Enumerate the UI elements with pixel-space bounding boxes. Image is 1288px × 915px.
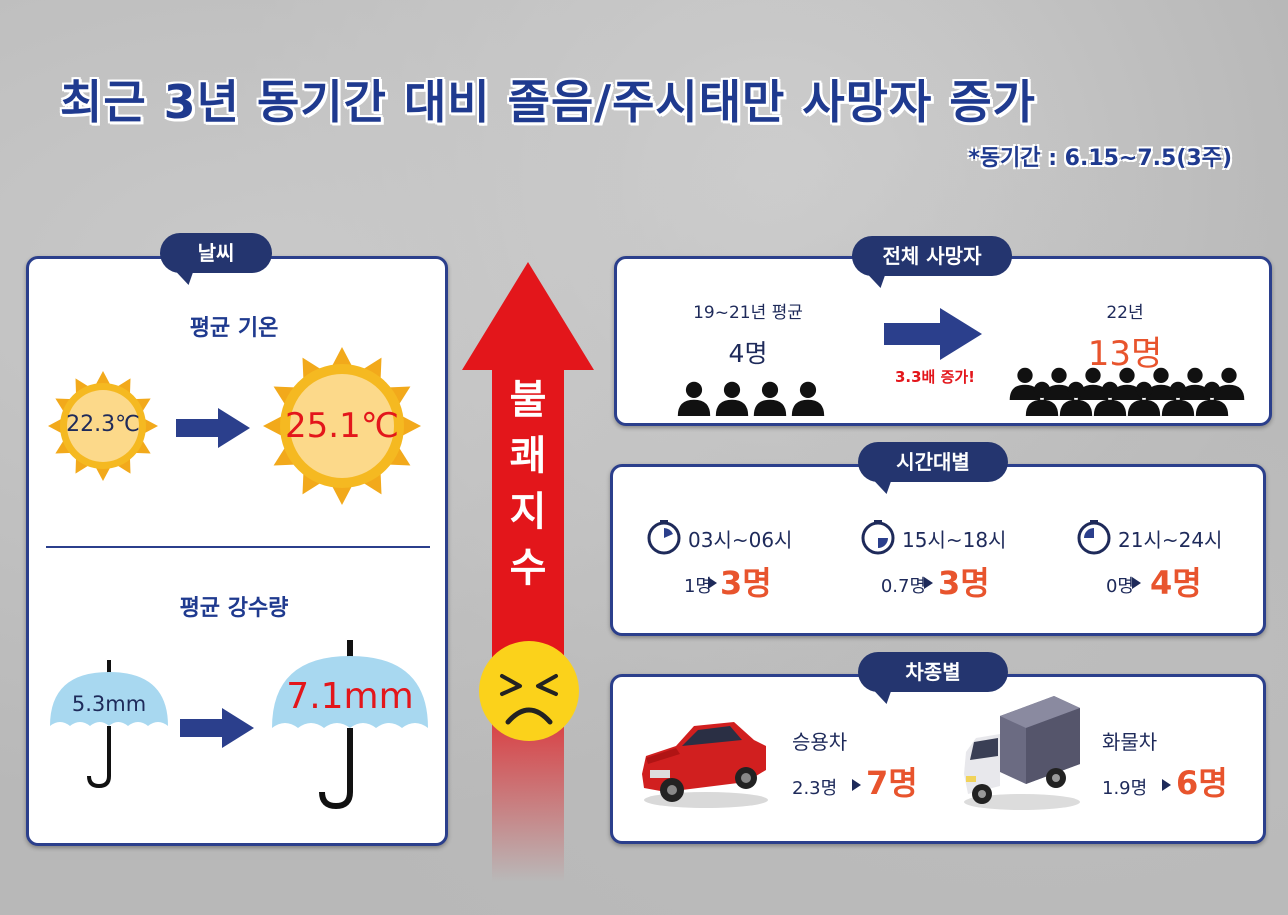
sun-small-icon [48, 371, 158, 481]
time-slot-after: 3명 [938, 564, 990, 602]
vehicle-after: 6명 [1176, 764, 1228, 802]
discomfort-char: 쾌 [509, 433, 547, 479]
umbrella-large-icon [272, 640, 428, 810]
total-after-label: 22년 [1106, 303, 1144, 323]
weather-panel [26, 256, 448, 846]
person-icon [1145, 367, 1177, 400]
total-before-label: 19~21년 평균 [693, 303, 803, 323]
time-slot-range: 03시~06시 [688, 528, 793, 552]
discomfort-label: 불 쾌 지 수 [494, 372, 562, 596]
red-car-icon [642, 722, 768, 808]
total-deaths-tag: 전체 사망자 [852, 236, 1012, 276]
discomfort-char: 지 [509, 489, 547, 535]
arrow-right-icon [176, 408, 250, 448]
weather-divider [46, 546, 430, 548]
rain-heading: 평균 강수량 [179, 596, 289, 621]
person-icon [1043, 367, 1075, 400]
weather-tag: 날씨 [160, 233, 272, 273]
sun-large-icon [263, 347, 421, 505]
temp-heading: 평균 기온 [189, 316, 279, 341]
time-slot-after: 3명 [720, 564, 772, 602]
rain-after-value: 7.1mm [286, 676, 414, 717]
period-note: *동기간 : 6.15~7.5(3주) [968, 146, 1232, 171]
time-slot-before: 0.7명 [880, 576, 926, 597]
small-arrow-icon [708, 577, 717, 589]
time-slot-after: 4명 [1150, 564, 1202, 602]
small-arrow-icon [852, 779, 861, 791]
angry-face-icon [479, 641, 579, 741]
person-icon [791, 381, 825, 416]
person-icon [1059, 381, 1093, 416]
clock-icon [861, 520, 895, 555]
person-icon [1195, 381, 1229, 416]
vehicle-after: 7명 [866, 764, 918, 802]
person-icon [1093, 381, 1127, 416]
temp-before-value: 22.3℃ [66, 412, 140, 437]
vehicle-tag: 차종별 [858, 652, 1008, 692]
time-slot-range: 15시~18시 [902, 528, 1007, 552]
person-icon [753, 381, 787, 416]
person-icon [1161, 381, 1195, 416]
time-slot-before: 0명 [1105, 576, 1134, 597]
truck-icon [964, 696, 1080, 810]
person-icon [1127, 381, 1161, 416]
person-icon [1025, 381, 1059, 416]
arrow-right-icon [180, 708, 254, 748]
discomfort-char: 수 [509, 545, 547, 591]
total-before-value: 4명 [728, 339, 768, 368]
small-arrow-icon [1132, 577, 1141, 589]
vehicle-name: 승용차 [792, 730, 848, 754]
small-arrow-icon [1162, 779, 1171, 791]
clock-icon [647, 520, 681, 555]
vehicle-name: 화물차 [1102, 730, 1158, 754]
arrow-right-icon [884, 308, 982, 360]
people-before-group [676, 378, 826, 418]
person-icon [1009, 367, 1041, 400]
total-after-value: 13명 [1087, 334, 1163, 374]
temp-after-value: 25.1℃ [285, 406, 399, 446]
people-after-group [1004, 366, 1254, 418]
page-title: 최근 3년 동기간 대비 졸음/주시태만 사망자 증가 [60, 75, 1036, 129]
umbrella-small-icon [50, 660, 168, 789]
increase-label: 3.3배 증가! [894, 368, 976, 386]
person-icon [1213, 367, 1245, 400]
rain-before-value: 5.3mm [71, 692, 147, 716]
person-icon [1077, 367, 1109, 400]
person-icon [1179, 367, 1211, 400]
person-icon [715, 381, 749, 416]
small-arrow-icon [924, 577, 933, 589]
time-slot-range: 21시~24시 [1118, 528, 1223, 552]
discomfort-char: 불 [509, 377, 547, 423]
vehicle-before: 1.9명 [1102, 778, 1148, 799]
time-panel [610, 464, 1266, 636]
time-slot-before: 1명 [683, 576, 712, 597]
person-icon [1111, 367, 1143, 400]
vehicle-before: 2.3명 [792, 778, 838, 799]
person-icon [677, 381, 711, 416]
time-tag: 시간대별 [858, 442, 1008, 482]
clock-icon [1077, 520, 1111, 555]
